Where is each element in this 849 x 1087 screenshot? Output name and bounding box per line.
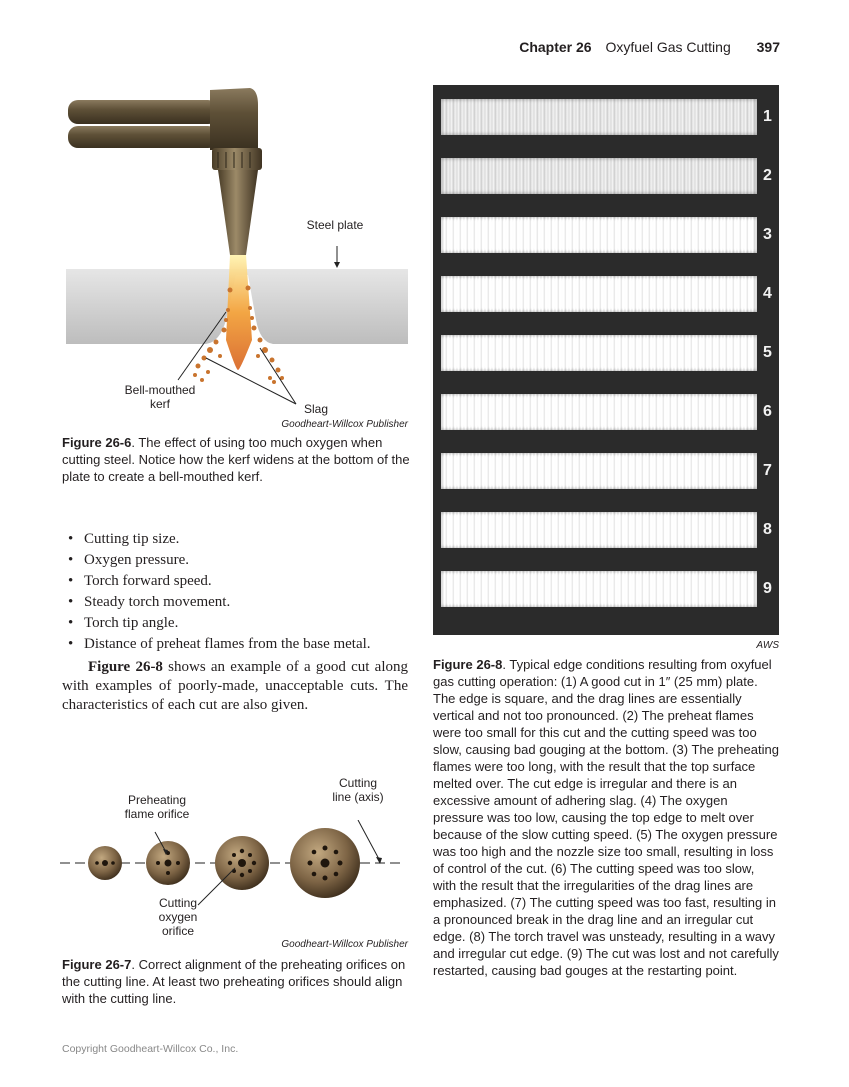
cutting-tip-face-xlarge	[290, 828, 360, 898]
cut-sample-strip	[441, 158, 757, 194]
steel-plate	[66, 269, 408, 344]
body-paragraph: Figure 26-8 shows an example of a good c…	[62, 658, 408, 715]
figure-26-7-caption-text: . Correct alignment of the preheating or…	[62, 957, 406, 1006]
cut-sample-number: 3	[763, 226, 772, 243]
figure-26-8-ref: Figure 26-8	[433, 657, 503, 672]
figure-26-8-caption-text: . Typical edge conditions resulting from…	[433, 657, 779, 978]
running-header: Chapter 26 Oxyfuel Gas Cutting 397	[480, 39, 780, 55]
cut-sample-number: 2	[763, 167, 772, 184]
bullet-item: Torch forward speed.	[62, 571, 412, 592]
copyright-footer: Copyright Goodheart-Willcox Co., Inc.	[62, 1043, 239, 1055]
bullet-item: Torch tip angle.	[62, 613, 412, 634]
figure-26-7-illustration	[60, 820, 403, 906]
figure-26-7-credit: Goodheart-Willcox Publisher	[281, 939, 408, 950]
cut-sample-strip	[441, 453, 757, 489]
torch-collar	[212, 148, 262, 170]
chapter-title: Oxyfuel Gas Cutting	[605, 39, 731, 55]
torch-head	[210, 88, 258, 150]
torch-tube-lower	[68, 126, 218, 148]
cut-sample-number: 8	[763, 521, 772, 538]
figure-26-8-caption: Figure 26-8. Typical edge conditions res…	[433, 656, 781, 979]
bullet-item: Cutting tip size.	[62, 529, 412, 550]
cut-sample-strip	[441, 512, 757, 548]
preheat-orifice-leader	[154, 831, 167, 853]
cut-sample-number: 7	[763, 462, 772, 479]
slag-leader-2	[205, 357, 297, 405]
bullet-item: Distance of preheat flames from the base…	[62, 634, 412, 655]
figure-26-8-inline-ref: Figure 26-8	[88, 659, 163, 675]
figure-26-6-caption: Figure 26-6. The effect of using too muc…	[62, 434, 412, 485]
cutting-oxygen-orifice-label: Cutting oxygen orifice	[158, 896, 198, 938]
slag-spray	[193, 285, 284, 384]
cut-sample-number: 5	[763, 344, 772, 361]
chapter-number: Chapter 26	[519, 39, 592, 55]
figure-26-7-caption: Figure 26-7. Correct alignment of the pr…	[62, 956, 412, 1007]
figure-26-6-illustration	[66, 88, 408, 405]
body-paragraph-text: shows an example of a good cut along wit…	[62, 659, 408, 713]
figure-26-6-credit: Goodheart-Willcox Publisher	[281, 419, 408, 430]
steel-plate-label: Steel plate	[306, 218, 364, 232]
figure-26-6-caption-text: . The effect of using too much oxygen wh…	[62, 435, 410, 484]
preheating-flame-orifice-label: Preheating flame orifice	[124, 793, 190, 821]
bullet-item: Steady torch movement.	[62, 592, 412, 613]
kerf-leader	[177, 311, 227, 381]
slag-leader-1	[259, 347, 297, 405]
cutting-flame	[226, 255, 252, 370]
oxygen-orifice-leader	[197, 867, 236, 906]
cutting-line-axis-label: Cutting line (axis)	[332, 776, 384, 804]
torch-tube-upper	[68, 100, 218, 124]
cut-sample-strip	[441, 276, 757, 312]
bullet-list: Cutting tip size. Oxygen pressure. Torch…	[62, 529, 412, 655]
cutting-line-leader	[357, 820, 381, 862]
cut-sample-number: 9	[763, 580, 772, 597]
bell-mouthed-kerf-label: Bell-mouthed kerf	[124, 383, 196, 411]
cut-sample-strip	[441, 335, 757, 371]
cut-sample-number: 6	[763, 403, 772, 420]
figure-26-6-ref: Figure 26-6	[62, 435, 132, 450]
cut-sample-strip	[441, 99, 757, 135]
slag-label: Slag	[303, 402, 329, 416]
figure-26-8-credit: AWS	[756, 640, 779, 651]
cutting-tip-face-medium	[146, 841, 190, 885]
bullet-item: Oxygen pressure.	[62, 550, 412, 571]
cut-sample-strip	[441, 217, 757, 253]
page-number: 397	[756, 39, 780, 55]
cutting-tip-face-large	[215, 836, 269, 890]
cutting-tip	[218, 170, 258, 255]
cut-sample-strip	[441, 571, 757, 607]
cut-sample-number: 1	[763, 108, 772, 125]
cut-sample-number: 4	[763, 285, 772, 302]
figure-26-7-ref: Figure 26-7	[62, 957, 132, 972]
cutting-tip-face-small	[88, 846, 122, 880]
cut-sample-strip	[441, 394, 757, 430]
figure-26-8-photo: 1 2 3 4 5 6 7 8 9	[433, 85, 779, 635]
